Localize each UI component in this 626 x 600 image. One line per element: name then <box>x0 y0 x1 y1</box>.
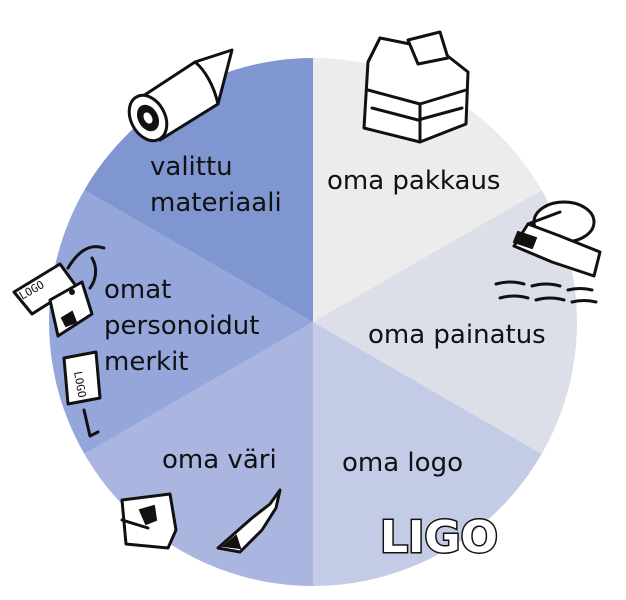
label-tag-icon: LOGO <box>62 350 102 438</box>
svg-text:LIGO: LIGO <box>380 512 498 563</box>
stamp-icon <box>494 200 602 304</box>
svg-text:LOGO: LOGO <box>71 370 88 398</box>
logo-stamp-icon: LIGO <box>379 511 500 565</box>
paint-brush-icon <box>120 488 282 554</box>
package-box-icon <box>362 30 470 144</box>
segment-labels: oma pakkaus oma painatus oma logo oma vä… <box>104 152 546 478</box>
label-oma-painatus: oma painatus <box>368 320 546 350</box>
label-oma-logo: oma logo <box>342 448 463 478</box>
segment-oma-logo <box>313 322 542 586</box>
segment-omat-personoidut-merkit <box>49 190 313 454</box>
label-oma-pakkaus: oma pakkaus <box>327 166 500 196</box>
segment-oma-painatus <box>313 190 577 454</box>
label-oma-vari: oma väri <box>162 445 277 475</box>
label-omat-personoidut-merkit: omat personoidut merkit <box>104 275 268 377</box>
hang-tags-icon: LOGO <box>12 245 106 338</box>
label-valittu-materiaali: valittu materiaali <box>150 152 282 218</box>
fabric-roll-icon <box>127 48 234 143</box>
